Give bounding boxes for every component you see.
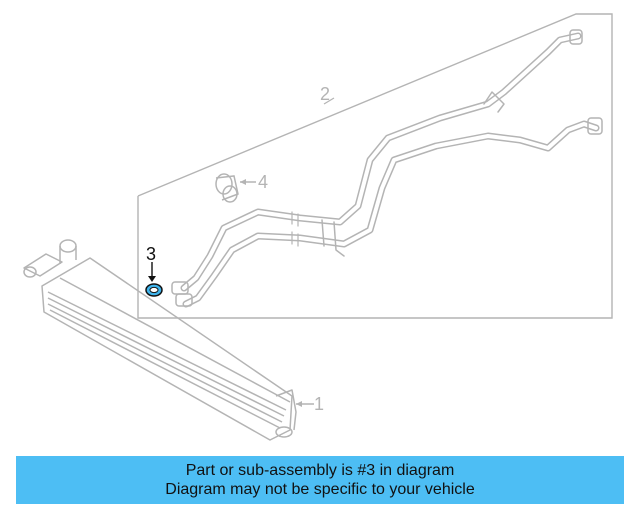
o-ring-part-3 (145, 262, 163, 297)
info-banner: Part or sub-assembly is #3 in diagram Di… (16, 456, 624, 504)
hose-assembly-box (137, 13, 613, 319)
callout-4-label: 4 (258, 172, 268, 192)
cooler-lines (171, 29, 603, 308)
banner-line-2: Diagram may not be specific to your vehi… (165, 481, 475, 498)
callout-1-label: 1 (314, 394, 324, 414)
parts-diagram: 2 4 3 (23, 13, 613, 441)
callout-3-label: 3 (146, 244, 156, 264)
callout-2: 2 (320, 84, 335, 105)
clamp-part-4 (215, 173, 256, 203)
callout-2-label: 2 (320, 84, 330, 104)
oil-cooler-part-1 (23, 239, 314, 441)
banner-line-1: Part or sub-assembly is #3 in diagram (185, 462, 455, 479)
